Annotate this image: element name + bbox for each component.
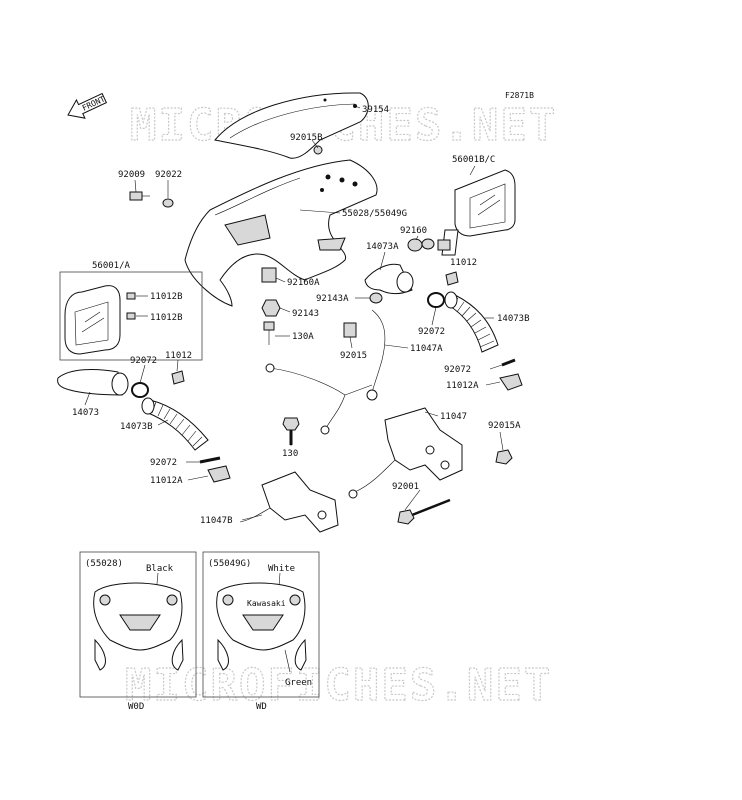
callout-11012-right: 11012 (450, 258, 477, 268)
callout-11047: 11047 (440, 412, 467, 422)
callout-92143: 92143 (292, 309, 319, 319)
inset-left-color: Black (146, 564, 174, 574)
bolt-130 (282, 417, 300, 445)
inset-right-brand: Kawasaki (247, 599, 286, 608)
inset-left-panel: (55028) Black W0D (79, 551, 197, 712)
callout-14073: 14073 (72, 408, 99, 418)
callout-labels: 39154 92015B 92009 92022 56001B/C 55028/… (72, 105, 530, 526)
nut-92015 (343, 322, 357, 338)
callout-92072-right-lower: 92072 (444, 365, 471, 375)
screws-11012B (126, 292, 136, 320)
inset-right-code: (55049G) (208, 559, 251, 569)
callout-92022: 92022 (155, 170, 182, 180)
callout-92015: 92015 (340, 351, 367, 361)
inset-right-color-top: White (268, 564, 295, 574)
pad-11012-left (171, 370, 185, 385)
collar-92160 (407, 238, 435, 252)
inset-left-code: (55028) (85, 559, 123, 569)
callout-11012B-b: 11012B (150, 313, 183, 323)
left-mirror-part (64, 285, 121, 355)
callout-11012A-left: 11012A (150, 476, 183, 486)
inset-right-panel: (55049G) White Kawasaki Green WD (202, 551, 320, 712)
callout-55028-55049G: 55028/55049G (342, 209, 407, 219)
stay-11047B (239, 471, 339, 533)
duct-14073A (364, 263, 414, 295)
callout-11047B: 11047B (200, 516, 233, 526)
stay-11047 (348, 407, 463, 499)
figure-code: F2871B (505, 91, 534, 100)
callout-92072-left-lower: 92072 (150, 458, 177, 468)
hose-14073B-left (141, 397, 209, 451)
callout-130A: 130A (292, 332, 314, 342)
nut-92143 (261, 299, 281, 317)
callout-14073B-left: 14073B (120, 422, 153, 432)
callout-92072-left: 92072 (130, 356, 157, 366)
callout-11012-left: 11012 (165, 351, 192, 361)
callout-92160A: 92160A (287, 278, 320, 288)
fastener-92009 (129, 191, 150, 201)
callout-92143A: 92143A (316, 294, 349, 304)
grommet-92160A (261, 267, 277, 283)
clamp-92072-b (131, 382, 149, 398)
callout-11012B-a: 11012B (150, 292, 183, 302)
callout-11047A: 11047A (410, 344, 443, 354)
callout-92001: 92001 (392, 482, 419, 492)
inset-left-footer: W0D (128, 702, 144, 712)
bolt-92001 (397, 498, 451, 525)
callout-92072-right: 92072 (418, 327, 445, 337)
stay-11047A (265, 309, 386, 435)
fastener-92022 (162, 198, 174, 208)
callout-130: 130 (282, 449, 298, 459)
inset-right-footer: WD (256, 702, 267, 712)
callout-11012A-right: 11012A (446, 381, 479, 391)
bumper-11012A-left (207, 465, 231, 483)
callout-92009: 92009 (118, 170, 145, 180)
right-mirror-part (437, 169, 516, 256)
callout-14073B-right: 14073B (497, 314, 530, 324)
leader-lines (84, 105, 506, 521)
pad-11012 (445, 271, 459, 286)
inset-right-color-bottom: Green (285, 678, 312, 688)
callout-39154: 39154 (362, 105, 389, 115)
callout-56001BC: 56001B/C (452, 155, 495, 165)
clamp-92072-c (199, 456, 221, 464)
nut-92015A (495, 449, 513, 465)
mirror-kit-box (59, 271, 203, 361)
upper-cowl-part (184, 159, 378, 307)
hose-14073B-right (444, 291, 499, 353)
collar-92143A (369, 292, 383, 304)
callout-14073A: 14073A (366, 242, 399, 252)
callout-92015A: 92015A (488, 421, 521, 431)
callout-92160: 92160 (400, 226, 427, 236)
front-arrow-icon: FRONT (67, 92, 108, 119)
duct-14073 (57, 369, 129, 396)
bolt-130A (263, 321, 275, 345)
bumper-11012A-right (499, 373, 523, 391)
clamp-92072-a (427, 292, 445, 308)
callout-56001A: 56001/A (92, 261, 131, 271)
windscreen-part (214, 92, 369, 159)
watermark-bottom: MICROFICHES.NET (125, 660, 552, 711)
callout-92015B: 92015B (290, 133, 323, 143)
